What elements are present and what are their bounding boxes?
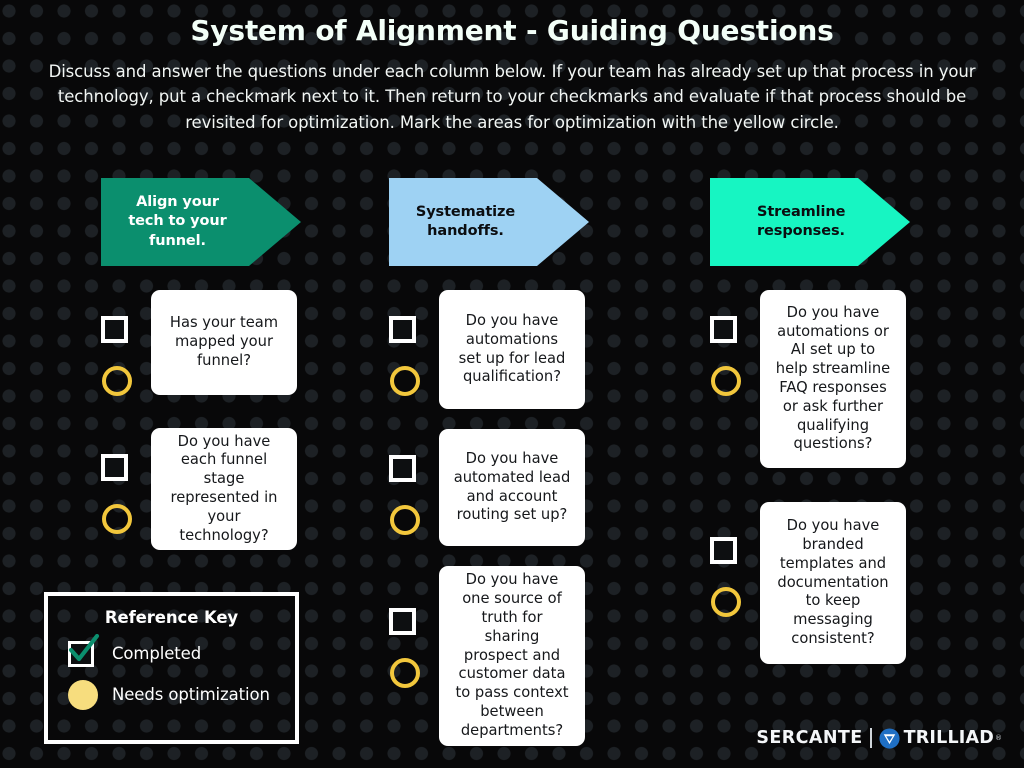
question-marks xyxy=(389,429,439,535)
checkbox-icon[interactable] xyxy=(389,608,416,635)
column-align-your-tech: Align your tech to your funnel. xyxy=(101,178,391,266)
optimization-circle-icon[interactable] xyxy=(390,505,420,535)
column-banner-3: Streamline responses. xyxy=(710,178,910,266)
header: System of Alignment - Guiding Questions … xyxy=(0,14,1024,135)
checkbox-icon[interactable] xyxy=(389,455,416,482)
question-row: Do you have each funnel stage represente… xyxy=(101,428,391,550)
brand-logo: SERCANTE TRILLIAD ® xyxy=(756,726,1002,750)
column-banner-label-1: Align your tech to your funnel. xyxy=(128,194,227,249)
question-marks xyxy=(389,566,439,688)
question-marks xyxy=(101,290,151,396)
checkbox-icon[interactable] xyxy=(101,316,128,343)
column-banner-2: Systematize handoffs. xyxy=(389,178,589,266)
optimization-circle-icon[interactable] xyxy=(390,658,420,688)
question-row: Do you have automated lead and account r… xyxy=(389,429,679,546)
page-title: System of Alignment - Guiding Questions xyxy=(190,14,834,47)
column-streamline-responses: Streamline responses. xyxy=(710,178,1000,266)
optimization-circle-icon[interactable] xyxy=(711,587,741,617)
question-marks xyxy=(710,290,760,396)
question-card: Do you have automations set up for lead … xyxy=(439,290,585,409)
reference-key-title: Reference Key xyxy=(104,608,239,627)
page-subtitle: Discuss and answer the questions under e… xyxy=(48,61,976,132)
question-card: Do you have automations or AI set up to … xyxy=(760,290,906,468)
logo-sercante-text: SERCANTE xyxy=(756,728,863,748)
question-row: Do you have automations or AI set up to … xyxy=(710,290,1000,468)
question-row: Do you have automations set up for lead … xyxy=(389,290,679,409)
question-row: Do you have branded templates and docume… xyxy=(710,502,1000,664)
logo-trademark: ® xyxy=(995,734,1002,742)
filled-yellow-circle-icon xyxy=(68,680,98,710)
key-swatch xyxy=(64,634,112,667)
checkbox-icon[interactable] xyxy=(710,537,737,564)
question-marks xyxy=(101,428,151,534)
trilliad-circle-icon xyxy=(879,727,900,749)
question-marks xyxy=(389,290,439,396)
question-card: Do you have one source of truth for shar… xyxy=(439,566,585,746)
logo-trilliad-text: TRILLIAD xyxy=(903,728,994,748)
question-card: Do you have automated lead and account r… xyxy=(439,429,585,546)
column-systematize-handoffs: Systematize handoffs. xyxy=(389,178,679,266)
checkbox-icon[interactable] xyxy=(710,316,737,343)
optimization-circle-icon[interactable] xyxy=(390,366,420,396)
question-card: Do you have each funnel stage represente… xyxy=(151,428,297,550)
question-row: Has your team mapped your funnel? xyxy=(101,290,391,396)
reference-key-item-completed: Completed xyxy=(64,634,279,667)
column-banner-label-2: Systematize handoffs. xyxy=(415,203,516,239)
reference-key-label: Completed xyxy=(112,644,202,664)
reference-key-label: Needs optimization xyxy=(112,685,270,705)
reference-key-item-needs-optimization: Needs optimization xyxy=(64,680,279,710)
question-card: Has your team mapped your funnel? xyxy=(151,290,297,395)
question-row: Do you have one source of truth for shar… xyxy=(389,566,679,746)
optimization-circle-icon[interactable] xyxy=(102,504,132,534)
column-banner-1: Align your tech to your funnel. xyxy=(101,178,301,266)
checkbox-icon[interactable] xyxy=(101,454,128,481)
column-banner-label-3: Streamline responses. xyxy=(757,203,846,239)
optimization-circle-icon[interactable] xyxy=(102,366,132,396)
key-swatch xyxy=(64,680,112,710)
question-card: Do you have branded templates and docume… xyxy=(760,502,906,664)
checkbox-icon[interactable] xyxy=(389,316,416,343)
logo-divider xyxy=(869,728,872,748)
optimization-circle-icon[interactable] xyxy=(711,366,741,396)
checked-checkbox-icon xyxy=(68,634,100,667)
question-marks xyxy=(710,502,760,617)
reference-key-panel: Reference Key Completed Needs optimizati… xyxy=(44,592,299,744)
